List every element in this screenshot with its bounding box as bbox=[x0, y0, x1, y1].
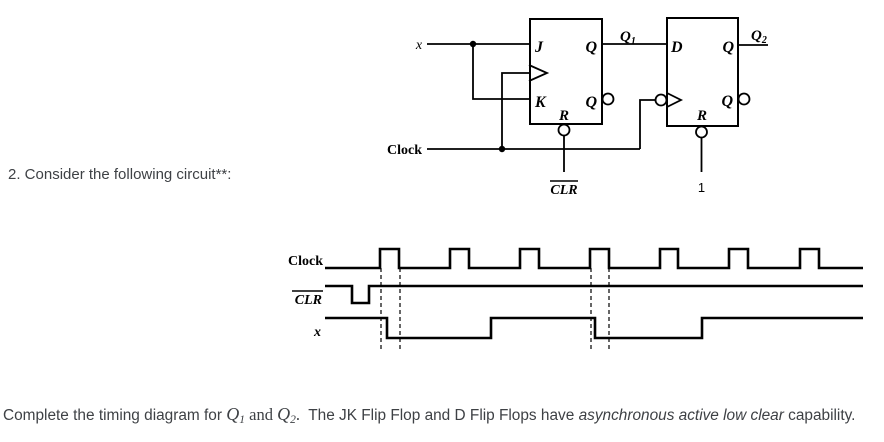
junction-dot-clock bbox=[498, 145, 506, 153]
d-d-label: D bbox=[670, 39, 683, 56]
d-reset-constant-label: 1 bbox=[698, 180, 705, 195]
q2-subscript: 2 bbox=[290, 414, 296, 426]
q1-subscript: 1 bbox=[239, 414, 246, 426]
jk-j-label: J bbox=[534, 39, 544, 56]
jk-reset-label: R bbox=[558, 108, 569, 124]
jk-qbar-label: Q bbox=[585, 94, 597, 111]
jk-reset-bubble bbox=[557, 123, 571, 137]
x-input-label: x bbox=[415, 38, 423, 53]
jk-qbar-bubble bbox=[601, 92, 615, 106]
instruction-seg6: capability. bbox=[783, 407, 856, 424]
d-qbar-bubble bbox=[737, 92, 751, 106]
instruction-seg2: and bbox=[245, 405, 278, 424]
question-intro-text: 2. Consider the following circuit**: bbox=[8, 166, 232, 183]
d-reset-bubble bbox=[695, 125, 708, 139]
timing-x-waveform bbox=[325, 316, 863, 340]
q1-symbol: Q bbox=[226, 404, 240, 424]
d-q-label: Q bbox=[722, 39, 734, 56]
jk-clock-edge-triangle-icon bbox=[528, 64, 550, 82]
timing-x-label: x bbox=[313, 325, 321, 340]
d-clock-bubble bbox=[654, 93, 668, 107]
net-q2-label: Q2 bbox=[751, 28, 767, 46]
clock-input-label: Clock bbox=[387, 143, 422, 158]
timing-clock-label: Clock bbox=[288, 254, 323, 269]
wire-x-to-k bbox=[472, 44, 530, 100]
timing-clr-waveform bbox=[325, 284, 863, 305]
d-clock-edge-triangle-icon bbox=[666, 92, 684, 108]
jk-q-label: Q bbox=[585, 39, 597, 56]
d-qbar-label: Q bbox=[721, 93, 733, 110]
instruction-seg4: The JK Flip Flop and D Flip Flops have bbox=[299, 407, 579, 424]
clr-input-label: CLR bbox=[550, 183, 577, 198]
wire-clock-to-d bbox=[639, 99, 656, 149]
instruction-italic-phrase: asynchronous active low clear bbox=[578, 407, 784, 424]
wire-clock-to-jk bbox=[501, 72, 529, 149]
instruction-seg1: Complete the timing diagram for bbox=[3, 407, 227, 424]
timing-clock-waveform bbox=[325, 247, 863, 270]
instruction-seg3: . bbox=[295, 405, 300, 424]
net-q1-label: Q1 bbox=[620, 29, 636, 47]
jk-k-label: K bbox=[534, 94, 547, 111]
junction-dot-x bbox=[469, 40, 477, 48]
d-reset-label: R bbox=[696, 108, 707, 124]
timing-clr-label: CLR bbox=[295, 293, 322, 308]
q2-symbol: Q bbox=[277, 404, 291, 424]
instruction-text: Complete the timing diagram for Q1 and Q… bbox=[3, 402, 855, 432]
